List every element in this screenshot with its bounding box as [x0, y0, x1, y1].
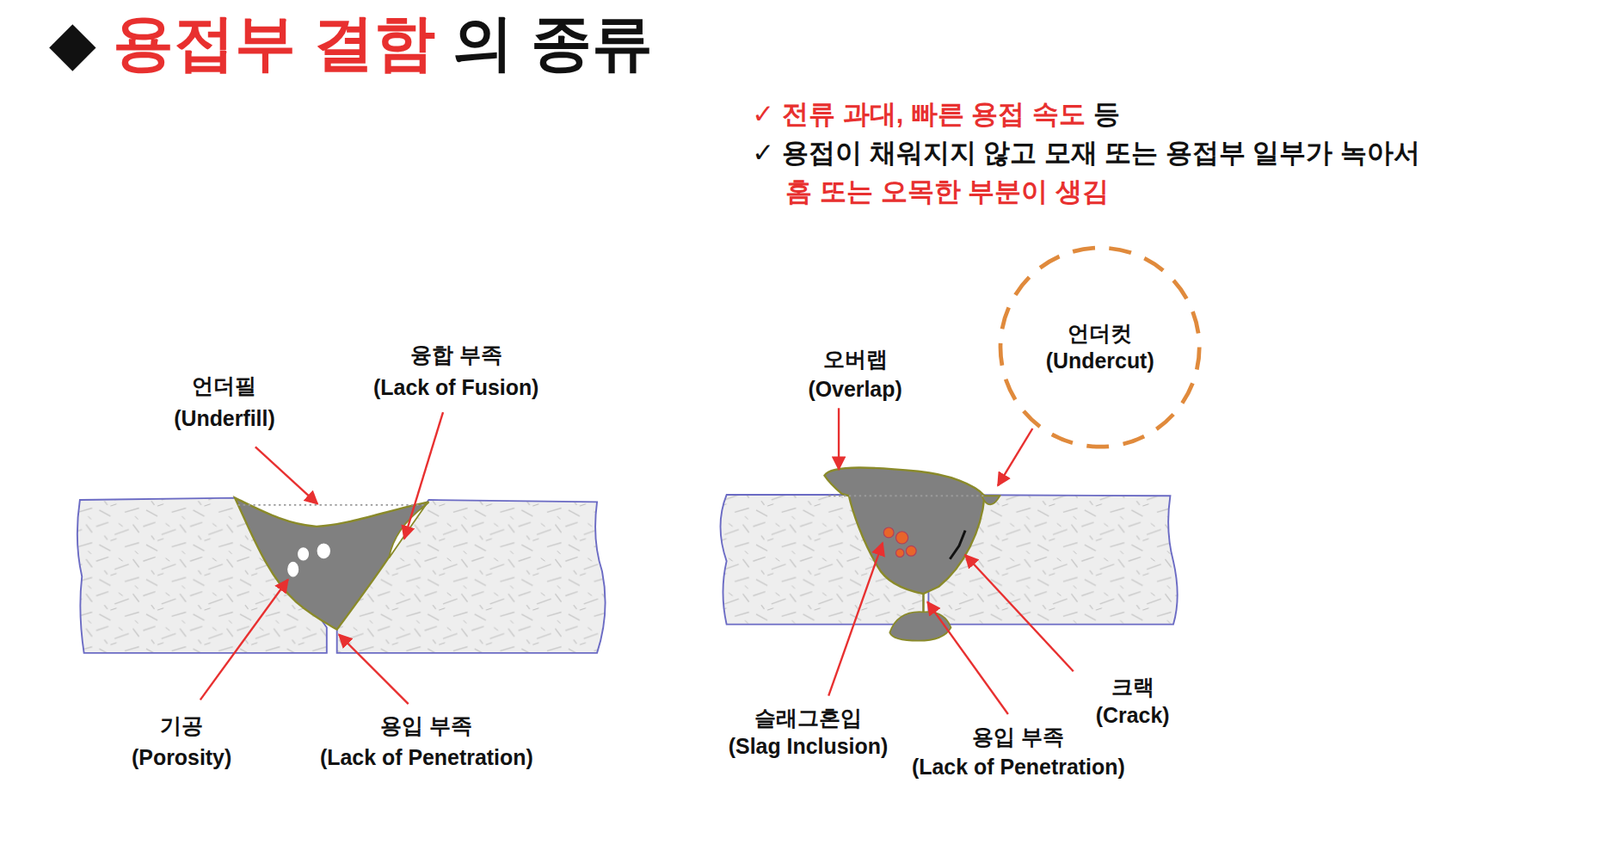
defect-label: 용입 부족 — [378, 713, 474, 739]
note-text: 등 — [1093, 96, 1120, 133]
weld-bead — [234, 498, 429, 630]
defect-label: 용입 부족 — [970, 724, 1066, 750]
defect-label: 오버랩 — [821, 346, 890, 372]
crack — [949, 530, 966, 560]
defect-label: (Overlap) — [806, 376, 904, 402]
note-text: 전류 과대, 빠른 용접 속도 — [781, 96, 1086, 133]
note-line: ✓용접이 채워지지 않고 모재 또는 용접부 일부가 녹아서 — [751, 136, 1421, 170]
root-gap — [922, 593, 924, 612]
defect-label: 크랙 — [1109, 674, 1157, 700]
defect-label: (Underfill) — [172, 406, 277, 431]
defect-label: (Undercut) — [1046, 346, 1155, 375]
underfill-line — [238, 504, 427, 506]
defect-label: (Porosity) — [129, 744, 234, 770]
note-line: ✓전류 과대, 빠른 용접 속도등 — [751, 98, 1120, 131]
defect-label: (Lack of Fusion) — [371, 375, 541, 400]
weld-bead — [824, 467, 985, 594]
defect-label: 기공 — [158, 713, 205, 739]
note-text: ✓ — [751, 98, 775, 130]
page-title: ◆ 용접부 결함 의 종류 — [49, 6, 653, 80]
root-bead — [889, 611, 951, 640]
slag-inclusion — [883, 527, 917, 557]
note-text: 용접이 채워지지 않고 모재 또는 용접부 일부가 녹아서 — [781, 135, 1421, 172]
leader-arrows — [200, 407, 1074, 714]
defect-label: 언더필 — [190, 373, 259, 399]
surface-line — [828, 494, 984, 497]
highlight-circle: 언더컷(Undercut) — [997, 245, 1202, 450]
left-plates — [77, 498, 606, 653]
defect-label: 융합 부족 — [408, 342, 505, 368]
defect-label: (Slag Inclusion) — [726, 733, 890, 759]
defect-label: 언더컷 — [1067, 319, 1133, 347]
note-line: 홈 또는 오목한 부분이 생김 — [785, 175, 1108, 209]
note-text: 홈 또는 오목한 부분이 생김 — [785, 173, 1108, 210]
defect-label: (Lack of Penetration) — [318, 744, 536, 770]
defect-label: (Lack of Penetration) — [910, 754, 1127, 780]
defect-label: 슬래그혼입 — [752, 705, 864, 731]
note-text: ✓ — [751, 136, 775, 169]
defect-label: (Crack) — [1094, 702, 1172, 728]
dashed-circle — [997, 245, 1202, 450]
porosity — [288, 543, 331, 577]
undercut-notch — [981, 495, 1000, 505]
